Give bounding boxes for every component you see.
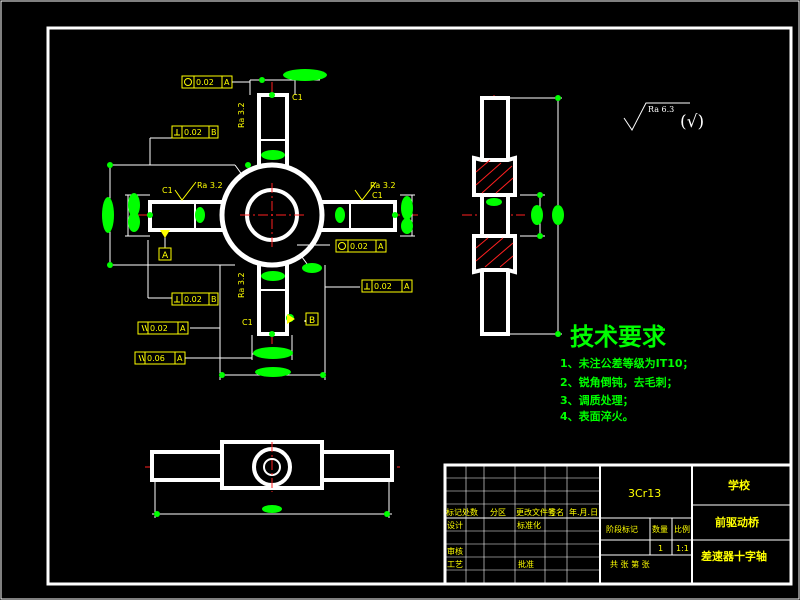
- tol-perp-lower: 0.02: [184, 295, 202, 304]
- tb-part-name: 差速器十字轴: [701, 549, 767, 563]
- roughness-face-a: Ra 3.2: [197, 181, 223, 190]
- inner-frame: [46, 26, 793, 586]
- chamfer-top: C1: [292, 93, 303, 102]
- title-block-text: 3Cr13 学校 前驱动桥 差速器十字轴 标记处数 分区 更改文件号 签名 年.…: [446, 478, 767, 569]
- tol-round-right: 0.02: [350, 242, 368, 251]
- chamfer-labels: C1 C1 C1 C1: [162, 93, 383, 327]
- datum-a: A: [162, 251, 169, 261]
- roughness-general: Ra 6.3: [648, 105, 674, 114]
- tb-signature: 签名: [548, 507, 564, 517]
- tb-date: 年.月.日: [569, 507, 598, 517]
- tb-project: 前驱动桥: [715, 515, 760, 529]
- title-block: [443, 463, 793, 586]
- tech-title: 技术要求: [570, 323, 666, 351]
- tol-round-top-ref: A: [224, 78, 230, 87]
- roughness-face-b: Ra 3.2: [370, 181, 396, 190]
- tolerance-frames: 0.02 A 0.02 B 0.02 B 0.02 A 0.02 A: [134, 75, 413, 365]
- tol-perp-right: 0.02: [374, 282, 392, 291]
- front-view: [138, 82, 420, 345]
- roughness-arm-bottom: Ra 3.2: [237, 272, 246, 298]
- roughness-marks: Ra 3.2 Ra 3.2 Ra 3.2 Ra 3.2: [174, 102, 396, 298]
- tol-par-left1-ref: A: [180, 324, 186, 333]
- side-hub-section-top: [472, 155, 517, 197]
- chamfer-left: C1: [162, 186, 173, 195]
- tb-approve: 批准: [518, 559, 534, 569]
- tech-item-1: 1、未注公差等级为IT10；: [560, 356, 694, 370]
- tb-change-doc: 更改文件号: [516, 507, 556, 517]
- tol-perp-lower-ref: B: [211, 295, 217, 304]
- tol-par-left2: 0.06: [147, 354, 165, 363]
- side-shaft: [480, 96, 510, 336]
- top-view: [145, 440, 400, 518]
- tol-perp-upper-ref: B: [211, 128, 217, 137]
- datum-markers: A B: [158, 230, 319, 326]
- tb-process: 工艺: [447, 560, 463, 569]
- arm-right: [318, 200, 397, 232]
- side-view: [462, 95, 562, 336]
- tb-school: 学校: [728, 478, 751, 492]
- tol-perp-upper: 0.02: [184, 128, 202, 137]
- tb-mark-count: 标记处数: [446, 507, 478, 517]
- top-dimension-marks: [154, 505, 390, 517]
- tb-design: 设计: [447, 520, 463, 530]
- tol-round-top: 0.02: [196, 78, 214, 87]
- roughness-arm-top: Ra 3.2: [237, 102, 246, 128]
- tol-perp-right-ref: A: [404, 282, 410, 291]
- side-hub-section-bottom: [472, 234, 517, 275]
- tb-material: 3Cr13: [628, 487, 661, 500]
- tb-scale: 比例: [674, 524, 690, 534]
- chamfer-right: C1: [372, 191, 383, 200]
- general-roughness: Ra 6.3 (√): [623, 102, 704, 132]
- arm-left: [148, 200, 227, 232]
- tb-standardize: 标准化: [517, 520, 541, 530]
- tech-item-2: 2、锐角倒钝，去毛刺；: [560, 375, 678, 389]
- tol-par-left1: 0.02: [150, 324, 168, 333]
- datum-b: B: [309, 316, 315, 326]
- technical-requirements: 技术要求 1、未注公差等级为IT10； 2、锐角倒钝，去毛刺； 3、调质处理； …: [560, 323, 694, 423]
- tb-zone: 分区: [490, 508, 506, 517]
- tb-sheets: 共 张 第 张: [610, 559, 650, 569]
- tech-item-3: 3、调质处理；: [560, 393, 634, 407]
- chamfer-bottom: C1: [242, 318, 253, 327]
- roughness-general-suffix: (√): [680, 112, 704, 132]
- tb-qty-value: 1: [658, 544, 663, 553]
- tb-weight: 数量: [652, 524, 668, 534]
- tb-scale-value: 1:1: [676, 544, 689, 553]
- tb-stage-mark: 阶段标记: [606, 524, 638, 534]
- tech-item-4: 4、表面淬火。: [560, 409, 634, 423]
- tb-review: 审核: [447, 546, 463, 556]
- tol-round-right-ref: A: [378, 242, 384, 251]
- tol-par-left2-ref: A: [177, 354, 183, 363]
- side-dimension-marks: [486, 95, 564, 337]
